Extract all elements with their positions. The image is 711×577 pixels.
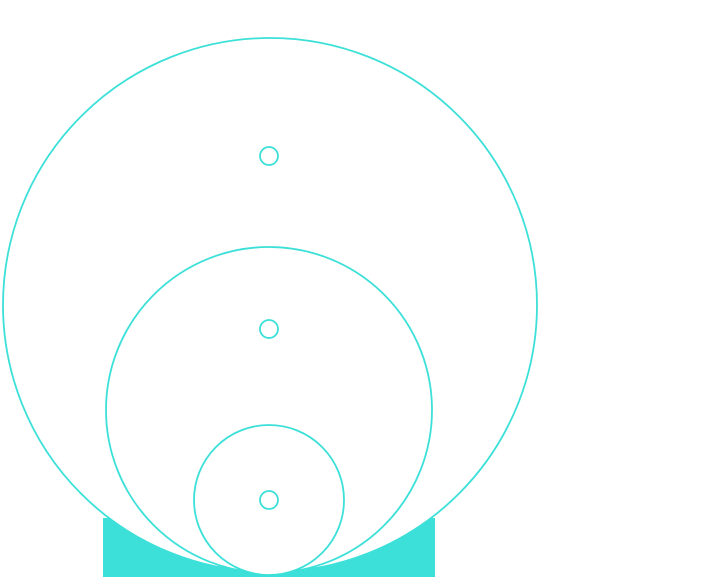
center-marker-bottom [259, 490, 279, 510]
center-marker-top [259, 146, 279, 166]
center-marker-middle [259, 319, 279, 339]
